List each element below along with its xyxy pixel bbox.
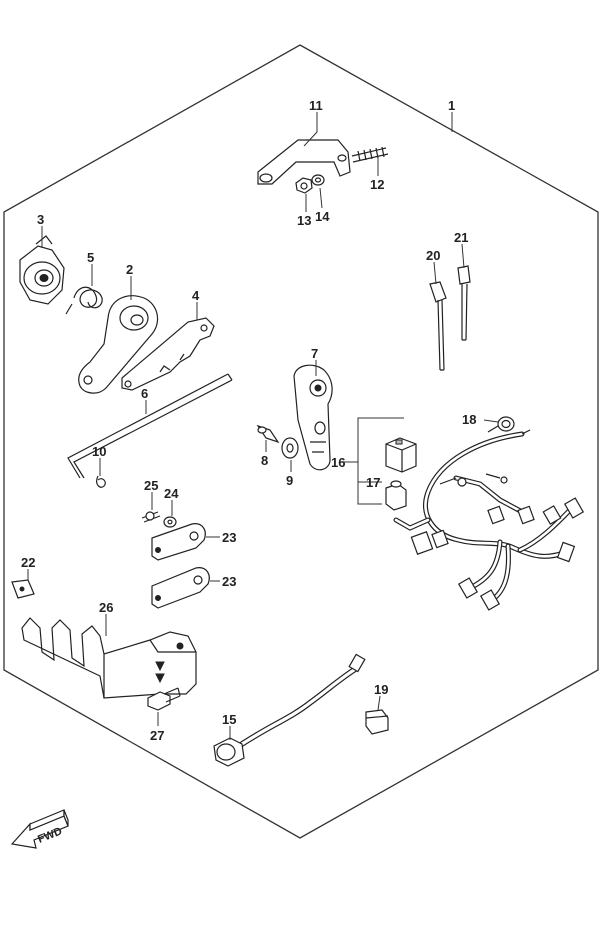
callout-18: 18 [462, 412, 476, 427]
part-16-group-bracket [340, 417, 404, 505]
part-17-sensor [385, 480, 407, 511]
leader-lines [27, 112, 499, 740]
part-7-cam-lever [293, 364, 333, 471]
callout-17: 17 [366, 475, 380, 490]
callout-22: 22 [21, 555, 35, 570]
callout-1: 1 [448, 98, 455, 113]
part-16-relay [385, 437, 417, 473]
part-8-pin [256, 424, 280, 444]
part-15-sensor-cable [213, 653, 366, 767]
callout-13: 13 [297, 213, 311, 228]
callout-11: 11 [309, 98, 323, 113]
callout-6: 6 [141, 386, 148, 401]
part-19-grommet [365, 709, 389, 735]
fwd-badge: FWD [10, 809, 69, 849]
part-6-rod [67, 373, 233, 479]
callout-7: 7 [311, 346, 318, 361]
assembly-frame [3, 44, 599, 839]
part-18-cap [487, 416, 515, 433]
part-12-bolt [351, 146, 389, 163]
callout-23-lower: 23 [222, 574, 236, 589]
callout-labels: 1 2 3 4 5 6 7 8 9 10 11 12 13 14 15 16 1… [21, 98, 476, 743]
callout-16: 16 [331, 455, 345, 470]
callout-24: 24 [164, 486, 179, 501]
part-10-clip [96, 475, 106, 488]
part-22-pad [11, 579, 35, 599]
callout-19: 19 [374, 682, 388, 697]
part-24-washer [163, 516, 177, 528]
part-13-nut [295, 177, 313, 194]
callout-4: 4 [192, 288, 200, 303]
part-25-screw [141, 511, 161, 523]
part-23-block-lower [151, 567, 210, 609]
callout-12: 12 [370, 177, 384, 192]
part-21-cable-tie [457, 265, 471, 341]
part-5-spring [65, 286, 103, 315]
callout-20: 20 [426, 248, 440, 263]
callout-8: 8 [261, 453, 268, 468]
callout-25: 25 [144, 478, 158, 493]
part-4-link-plate [121, 317, 215, 391]
callout-2: 2 [126, 262, 133, 277]
callout-14: 14 [315, 209, 330, 224]
part-20-cable-tie [429, 281, 447, 371]
callout-15: 15 [222, 712, 236, 727]
part-3-disc [19, 235, 65, 305]
callout-26: 26 [99, 600, 113, 615]
part-11-bracket [257, 139, 351, 185]
part-26-bracket [21, 617, 197, 699]
callout-9: 9 [286, 473, 293, 488]
callout-5: 5 [87, 250, 94, 265]
callout-3: 3 [37, 212, 44, 227]
part-14-washer [311, 174, 325, 186]
callout-23-upper: 23 [222, 530, 236, 545]
part-23-block-upper [151, 523, 206, 561]
part-9-washer [281, 437, 299, 459]
part-2-lever [78, 295, 159, 394]
part-27-bolt [147, 687, 181, 711]
callout-21: 21 [454, 230, 468, 245]
callout-27: 27 [150, 728, 164, 743]
callout-10: 10 [92, 444, 106, 459]
wiring-harness [393, 429, 585, 611]
